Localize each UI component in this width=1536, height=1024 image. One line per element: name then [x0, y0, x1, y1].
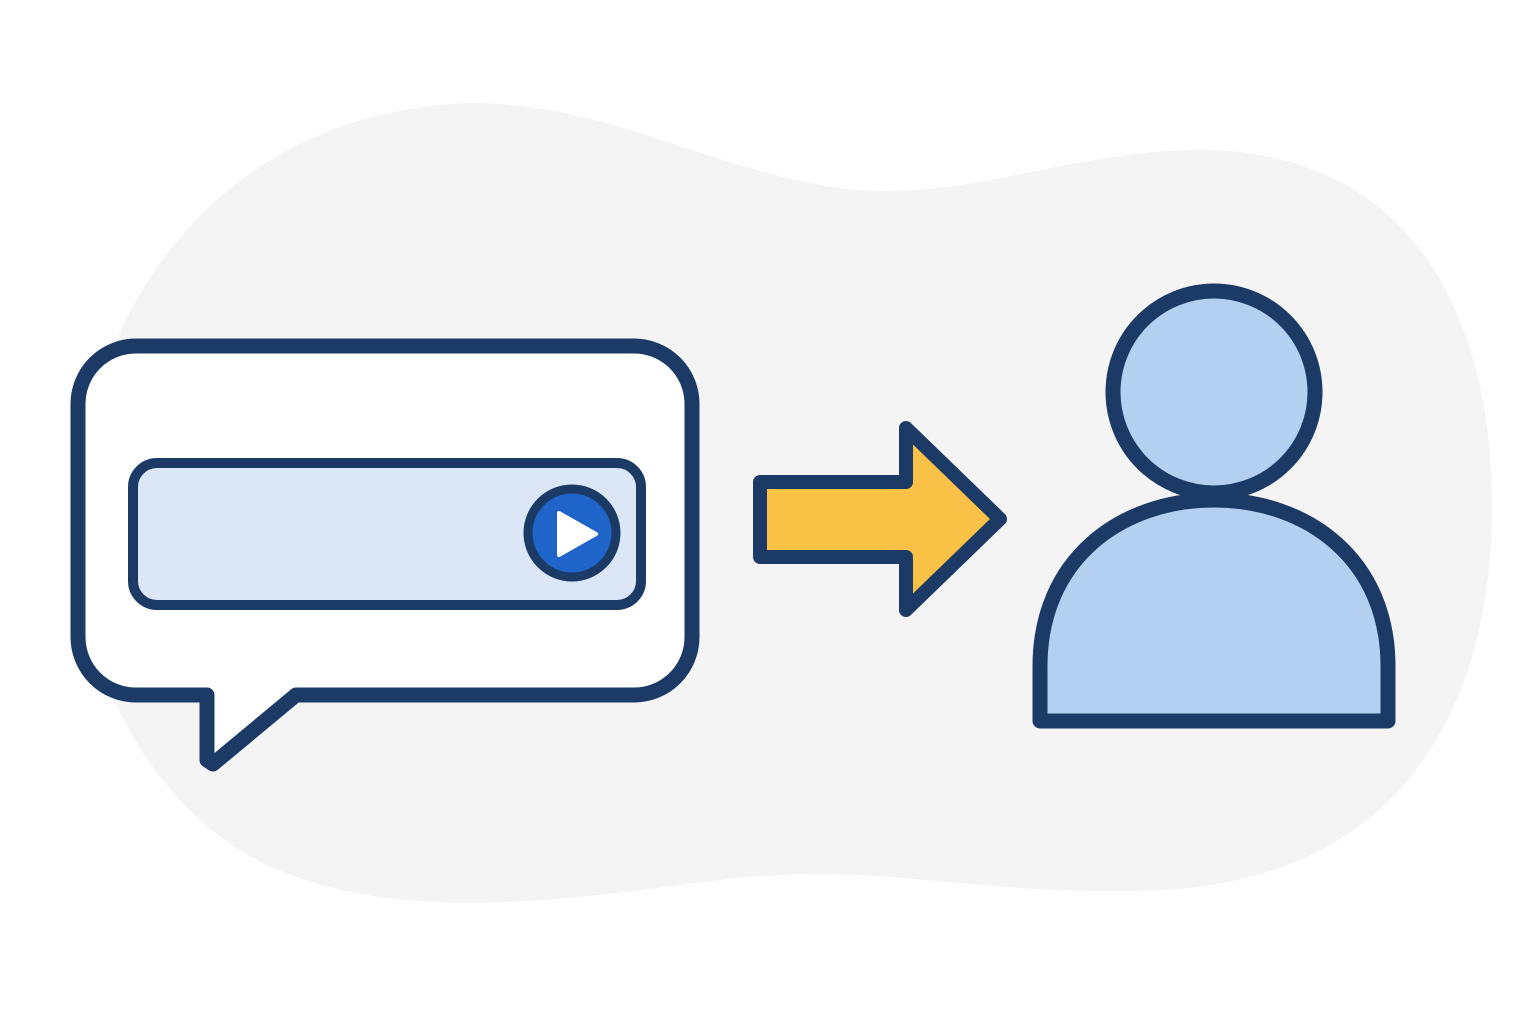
- play-send-icon: [557, 511, 598, 557]
- right-arrow-icon: [753, 421, 1007, 617]
- speech-bubble-icon: [70, 338, 700, 772]
- person-head: [1105, 283, 1323, 501]
- message-input-field[interactable]: [128, 458, 646, 610]
- send-button[interactable]: [523, 484, 621, 582]
- person-icon: [1032, 283, 1396, 729]
- person-body: [1032, 492, 1396, 729]
